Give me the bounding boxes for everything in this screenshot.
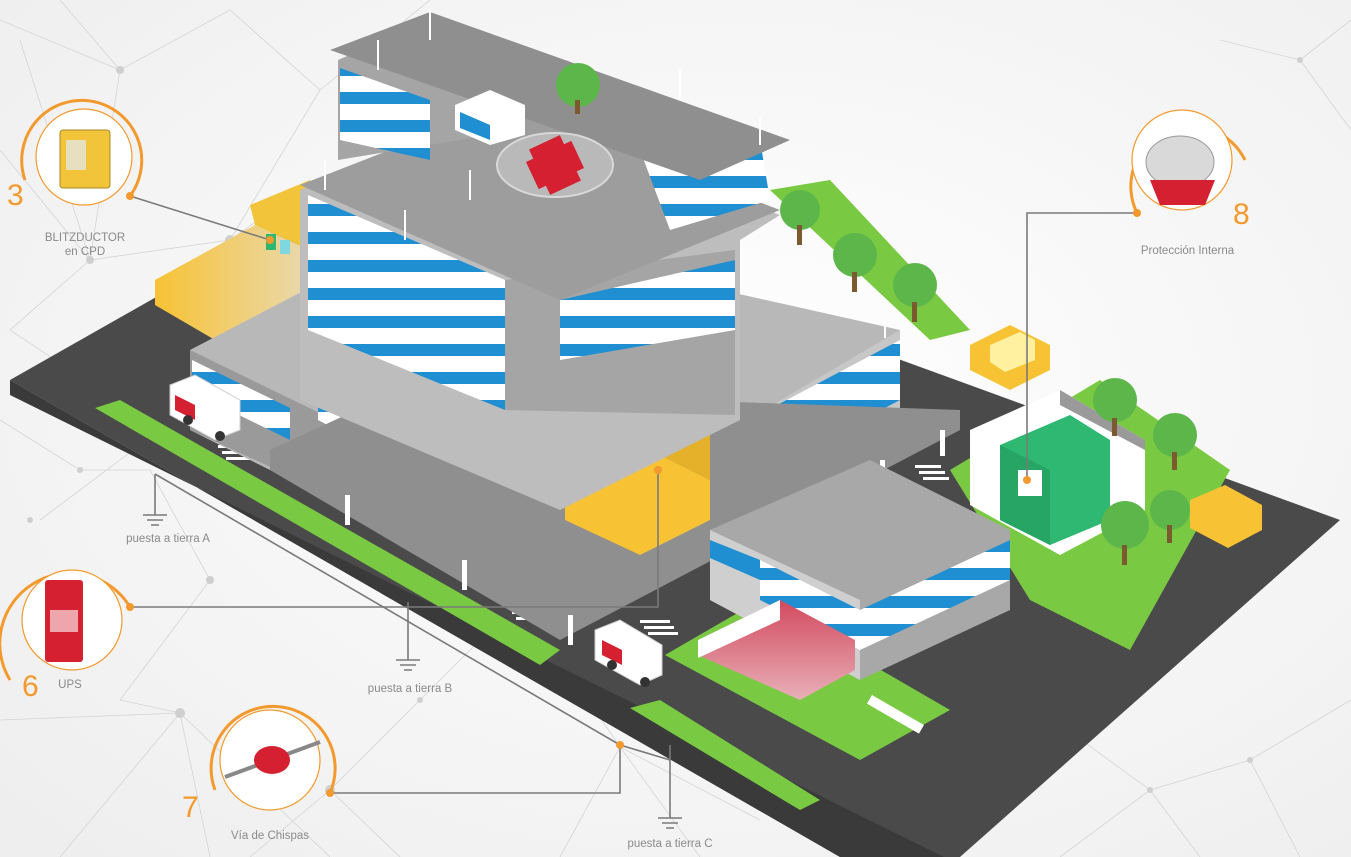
ambulance-right <box>594 619 663 687</box>
ground-symbol-b <box>396 659 420 671</box>
lower-right-building <box>698 460 1010 700</box>
callout-6-ups <box>0 569 132 681</box>
trees <box>556 63 1197 565</box>
ground-symbol-a <box>143 514 167 526</box>
ground-symbol-c <box>658 817 682 829</box>
green-building <box>970 390 1145 555</box>
callout-6-label: UPS <box>58 679 82 691</box>
callout-7-number: 7 <box>182 791 199 824</box>
callout-7-spark-gap <box>209 704 337 811</box>
ambulance-left <box>169 374 241 441</box>
callout-8-label: Protección Interna <box>1140 245 1235 257</box>
callout-3-label-line2: en CPD <box>64 246 106 258</box>
callout-8-number: 8 <box>1233 198 1250 231</box>
callout-3-blitzductor <box>20 98 144 206</box>
callout-6-number: 6 <box>22 670 39 703</box>
yellow-sheds <box>970 325 1262 548</box>
callout-7-label: Vía de Chispas <box>231 830 309 842</box>
ground-c-label: puesta a tierra C <box>627 838 713 850</box>
ground-a-label: puesta a tierra A <box>126 533 210 545</box>
callout-8-internal-protection <box>1129 109 1247 214</box>
callout-3-label-line1: BLITZDUCTOR <box>44 232 126 244</box>
callout-3-number: 3 <box>7 179 24 212</box>
ground-b-label: puesta a tierra B <box>367 683 453 695</box>
spark-gap-device-icon <box>254 746 290 774</box>
